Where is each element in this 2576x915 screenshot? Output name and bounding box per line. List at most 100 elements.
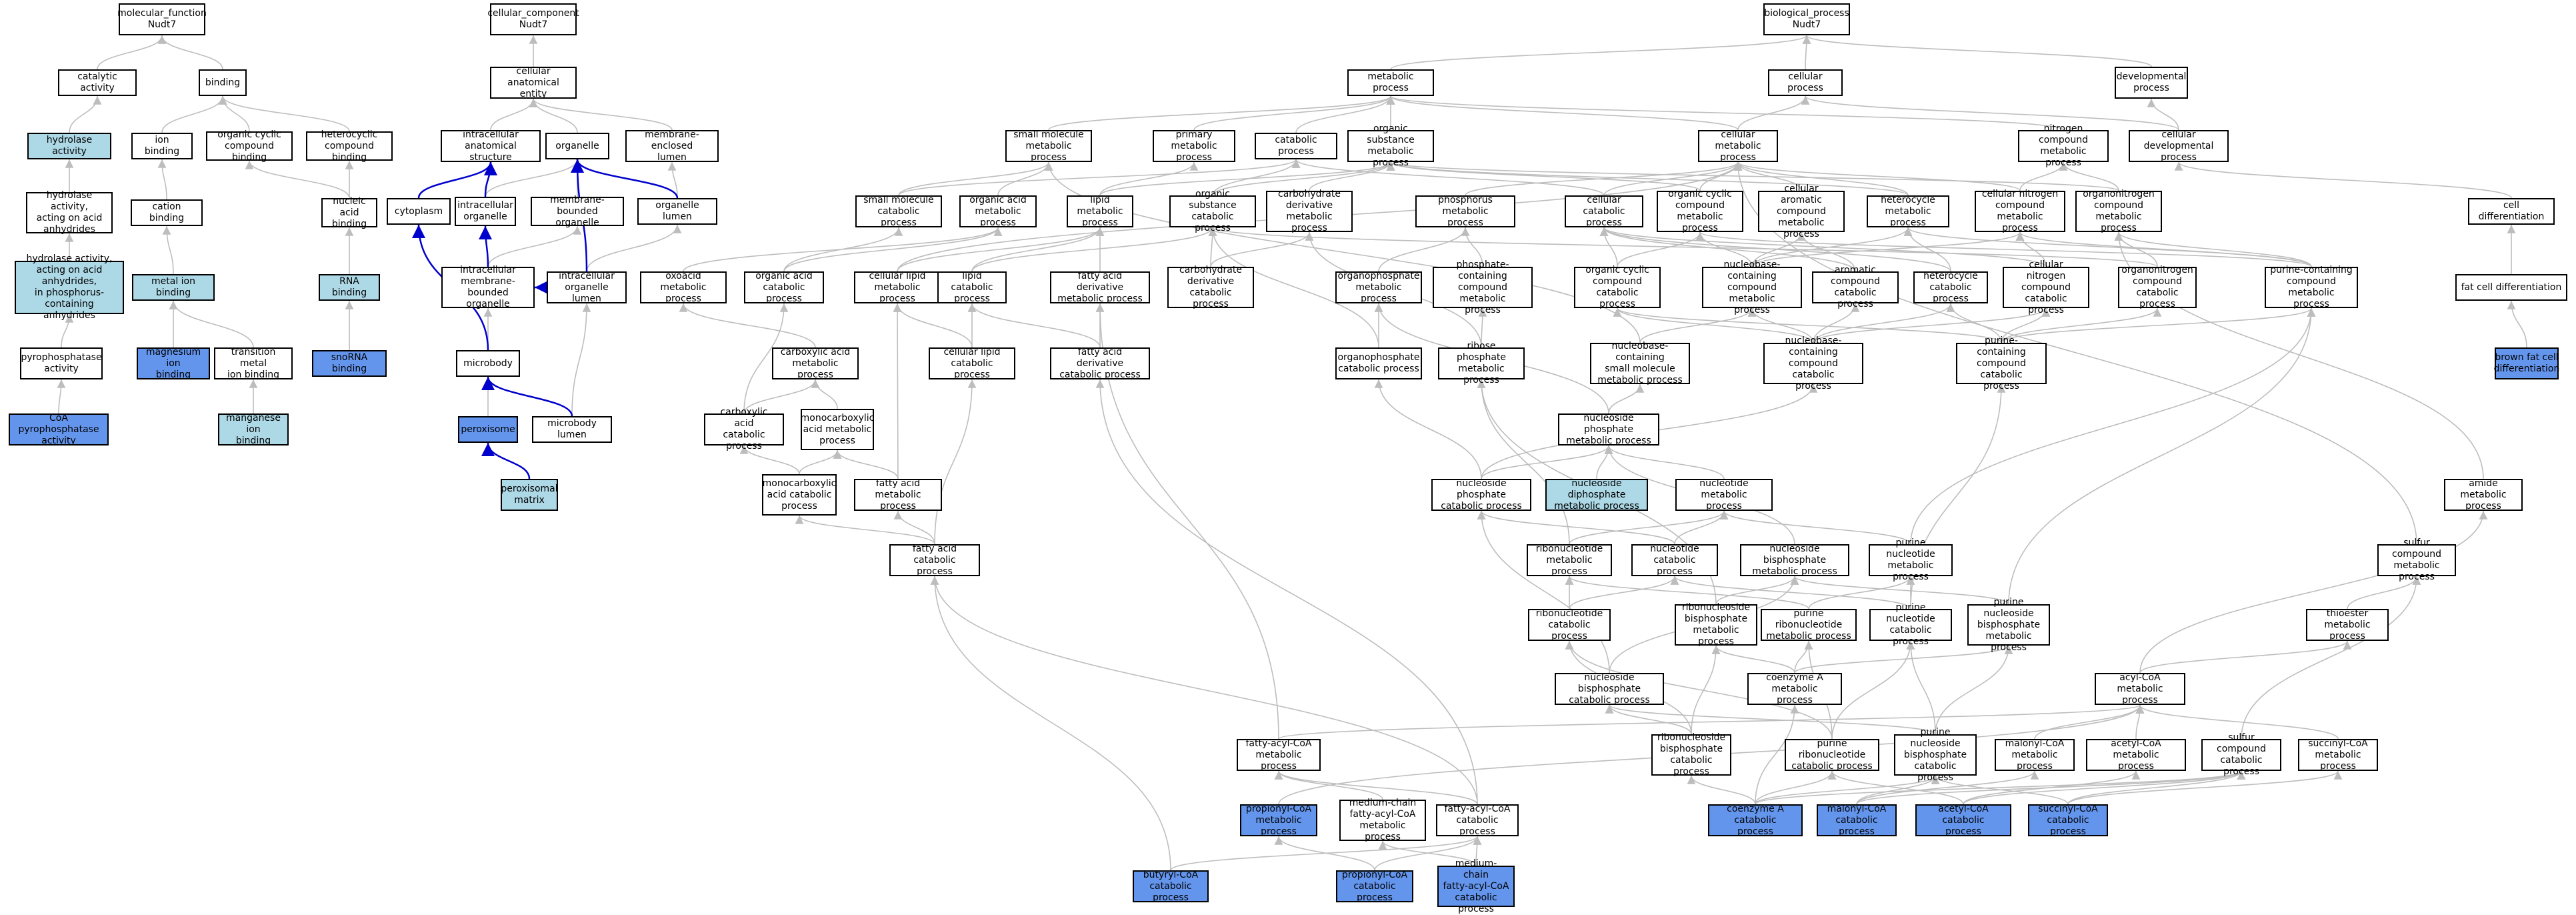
go-term-cellular[interactable]: cellular process xyxy=(1768,69,1843,96)
go-term-mcamp[interactable]: monocarboxylic acid metabolic process xyxy=(801,409,874,450)
go-term-nbpmp[interactable]: nucleoside bisphosphate metabolic proces… xyxy=(1740,544,1849,577)
go-term-snorna[interactable]: snoRNA binding xyxy=(312,350,387,377)
go-term-membbound[interactable]: membrane-bounded organelle xyxy=(531,195,624,228)
go-term-mblumen[interactable]: microbody lumen xyxy=(532,416,612,443)
go-term-facoamp[interactable]: fatty-acyl-CoA metabolic process xyxy=(1237,738,1321,772)
go-term-ionbind[interactable]: ion binding xyxy=(131,133,193,159)
go-term-cdmp[interactable]: carbohydrate derivative metabolic proces… xyxy=(1266,189,1353,233)
go-term-cation[interactable]: cation binding xyxy=(131,199,203,226)
go-term-thioester[interactable]: thioester metabolic process xyxy=(2306,608,2389,642)
go-term-hetmp[interactable]: heterocycle metabolic process xyxy=(1867,195,1949,228)
go-term-amidemp[interactable]: amide metabolic process xyxy=(2444,478,2523,512)
go-term-oscp[interactable]: organic substance catabolic process xyxy=(1169,189,1256,233)
go-term-acetcoacp[interactable]: acetyl-CoA catabolic process xyxy=(1915,804,2011,837)
go-term-cmp[interactable]: cellular metabolic process xyxy=(1698,129,1778,163)
go-term-developmental[interactable]: developmental process xyxy=(2115,67,2188,99)
go-term-nucmp[interactable]: nucleotide metabolic process xyxy=(1675,478,1773,512)
go-term-bfcd[interactable]: brown fat cell differentiation xyxy=(2494,347,2559,379)
go-term-clmp[interactable]: cellular lipid metabolic process xyxy=(854,271,941,304)
go-term-catalytic[interactable]: catalytic activity xyxy=(58,69,137,96)
go-term-phosmp[interactable]: phosphorus metabolic process xyxy=(1415,195,1515,228)
go-term-cacmp[interactable]: cellular aromatic compound metabolic pro… xyxy=(1758,183,1845,239)
go-term-cae[interactable]: cellular anatomical entity xyxy=(490,66,577,99)
go-term-primary[interactable]: primary metabolic process xyxy=(1153,129,1235,163)
go-term-pccmp[interactable]: phosphate-containing compound metabolic … xyxy=(1433,259,1533,315)
go-term-orgcyc[interactable]: organic cyclic compound binding xyxy=(206,129,293,163)
go-term-intraorg[interactable]: intracellular organelle xyxy=(455,197,516,226)
go-term-mcacp[interactable]: monocarboxylic acid catabolic process xyxy=(762,474,837,516)
go-term-sulfccp[interactable]: sulfur compound catabolic process xyxy=(2201,732,2281,777)
go-term-cc[interactable]: cellular_component Nudt7 xyxy=(487,3,579,35)
go-term-mcfacoacp[interactable]: medium-chain fatty-acyl-CoA catabolic pr… xyxy=(1437,858,1515,914)
go-term-purrnmp[interactable]: purine ribonucleotide metabolic process xyxy=(1761,608,1857,642)
go-term-hydrolase[interactable]: hydrolase activity xyxy=(27,133,111,159)
go-term-oamp[interactable]: organic acid metabolic process xyxy=(959,195,1037,228)
go-term-rnbpmp[interactable]: ribonucleoside bisphosphate metabolic pr… xyxy=(1675,602,1757,647)
go-term-organophoscp[interactable]: organophosphate catabolic process xyxy=(1335,347,1422,379)
go-term-organophosmp[interactable]: organophosphate metabolic process xyxy=(1335,271,1422,304)
go-term-purncp[interactable]: purine nucleotide catabolic process xyxy=(1869,602,1952,647)
go-term-propcoacp[interactable]: propionyl-CoA catabolic process xyxy=(1336,870,1413,903)
go-term-ias[interactable]: intracellular anatomical structure xyxy=(441,129,541,163)
go-term-osmp[interactable]: organic substance metabolic process xyxy=(1347,123,1434,168)
go-term-hydacid[interactable]: hydrolase activity, acting on acid anhyd… xyxy=(26,190,113,235)
go-term-coapp[interactable]: CoA pyrophosphatase activity xyxy=(9,413,109,446)
go-term-hetcp[interactable]: heterocycle catabolic process xyxy=(1913,271,1988,304)
go-term-acylcoamp[interactable]: acyl-CoA metabolic process xyxy=(2095,672,2185,706)
go-term-sulfcmp[interactable]: sulfur compound metabolic process xyxy=(2377,538,2456,582)
go-term-butcoacp[interactable]: butyryl-CoA catabolic process xyxy=(1133,870,1209,903)
go-term-metabolic[interactable]: metabolic process xyxy=(1347,69,1434,96)
go-term-hydphos[interactable]: hydrolase activity, acting on acid anhyd… xyxy=(15,253,124,321)
go-term-pyrophos[interactable]: pyrophosphatase activity xyxy=(20,347,103,379)
go-term-pnbpmp[interactable]: purine nucleoside bisphosphate metabolic… xyxy=(1967,597,2050,653)
go-term-pmatrix[interactable]: peroxisomal matrix xyxy=(501,479,558,511)
go-term-smcp[interactable]: small molecule catabolic process xyxy=(855,195,942,228)
go-term-nphoscp[interactable]: nucleoside phosphate catabolic process xyxy=(1431,478,1531,512)
go-term-malcoacp[interactable]: malonyl-CoA catabolic process xyxy=(1817,804,1897,837)
go-term-binding[interactable]: binding xyxy=(199,69,247,96)
go-term-propcoamp[interactable]: propionyl-CoA metabolic process xyxy=(1240,804,1317,837)
go-term-cncmp[interactable]: cellular nitrogen compound metabolic pro… xyxy=(1975,189,2065,233)
go-term-fadmp[interactable]: fatty acid derivative metabolic process xyxy=(1050,271,1150,304)
go-term-nphosmp[interactable]: nucleoside phosphate metabolic process xyxy=(1558,413,1659,446)
go-term-occmp[interactable]: organic cyclic compound metabolic proces… xyxy=(1657,189,1743,233)
go-term-nucacid[interactable]: nucleic acid binding xyxy=(321,196,377,229)
go-term-accp[interactable]: aromatic compound catabolic process xyxy=(1812,265,1899,309)
go-term-fcd[interactable]: fat cell differentiation xyxy=(2455,274,2567,301)
go-term-facoacp[interactable]: fatty-acyl-CoA catabolic process xyxy=(1436,804,1519,837)
go-term-mcfacoamp[interactable]: medium-chain fatty-acyl-CoA metabolic pr… xyxy=(1339,798,1426,842)
go-term-acetcoamp[interactable]: acetyl-CoA metabolic process xyxy=(2086,738,2186,772)
go-term-lipmp[interactable]: lipid metabolic process xyxy=(1067,195,1133,228)
go-term-purnmp[interactable]: purine nucleotide metabolic process xyxy=(1869,538,1953,582)
go-term-cdcp[interactable]: carbohydrate derivative catabolic proces… xyxy=(1167,265,1254,309)
go-term-ncmp[interactable]: nitrogen compound metabolic process xyxy=(2018,123,2109,168)
go-term-ndpmp[interactable]: nucleoside diphosphate metabolic process xyxy=(1545,478,1648,512)
go-term-mnbind[interactable]: manganese ion binding xyxy=(218,413,289,446)
go-term-nbccp[interactable]: nucleobase-containing compound catabolic… xyxy=(1763,335,1863,391)
go-term-smmp[interactable]: small molecule metabolic process xyxy=(1005,129,1092,163)
go-term-hetcyc[interactable]: heterocyclic compound binding xyxy=(306,129,393,163)
go-term-nbcmp[interactable]: nucleobase-containing compound metabolic… xyxy=(1702,259,1802,315)
go-term-purrncp[interactable]: purine ribonucleotide catabolic process xyxy=(1785,738,1879,772)
go-term-organelle[interactable]: organelle xyxy=(545,133,609,159)
go-term-rnabind[interactable]: RNA binding xyxy=(319,274,380,301)
go-term-catabolic[interactable]: catabolic process xyxy=(1255,133,1337,159)
go-term-ccp[interactable]: cellular catabolic process xyxy=(1565,195,1643,228)
go-term-nbcsmmp[interactable]: nucleobase-containing small molecule met… xyxy=(1590,341,1690,385)
go-term-onccp[interactable]: organonitrogen compound catabolic proces… xyxy=(2118,265,2197,309)
go-term-famp[interactable]: fatty acid metabolic process xyxy=(854,478,942,512)
go-term-coamp[interactable]: coenzyme A metabolic process xyxy=(1747,672,1842,706)
go-term-succcoamp[interactable]: succinyl-CoA metabolic process xyxy=(2298,738,2378,772)
go-term-orglumen[interactable]: organelle lumen xyxy=(637,198,717,225)
go-term-ribncp[interactable]: ribonucleotide catabolic process xyxy=(1528,608,1611,642)
go-term-succcoacp[interactable]: succinyl-CoA catabolic process xyxy=(2028,804,2108,837)
go-term-occcp[interactable]: organic cyclic compound catabolic proces… xyxy=(1574,265,1661,309)
go-term-cnccp[interactable]: cellular nitrogen compound catabolic pro… xyxy=(2003,259,2089,315)
go-term-lcp[interactable]: lipid catabolic process xyxy=(937,271,1007,304)
go-term-microbody[interactable]: microbody xyxy=(456,350,520,377)
go-term-onmp[interactable]: organonitrogen compound metabolic proces… xyxy=(2075,189,2162,233)
go-term-cdp[interactable]: cellular developmental process xyxy=(2129,129,2229,163)
go-term-celldiff[interactable]: cell differentiation xyxy=(2468,198,2555,225)
go-term-membencl[interactable]: membrane-enclosed lumen xyxy=(625,129,719,163)
go-term-bp[interactable]: biological_process Nudt7 xyxy=(1763,3,1850,35)
